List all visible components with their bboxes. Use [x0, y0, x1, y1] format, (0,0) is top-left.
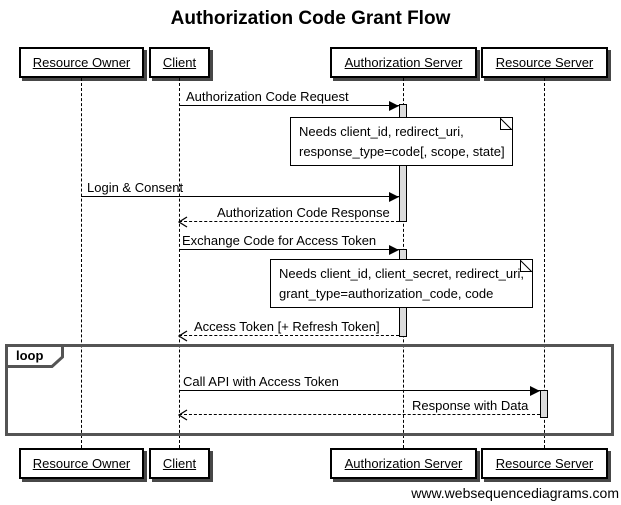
message-label-call-api: Call API with Access Token [183, 374, 339, 389]
actor-authorization-server-top: Authorization Server [330, 47, 477, 78]
arrow-call-api [179, 386, 540, 396]
note-fold-icon [520, 260, 532, 272]
note-line: response_type=code[, scope, state] [299, 144, 505, 159]
message-label-response-data: Response with Data [412, 398, 529, 413]
arrow-access-token [178, 330, 399, 342]
filled-arrowhead-icon [389, 245, 399, 255]
filled-arrowhead-icon [530, 386, 540, 396]
actor-resource-owner-top: Resource Owner [19, 47, 144, 78]
lifeline-resource-server [544, 78, 545, 448]
open-arrowhead-icon [178, 330, 188, 342]
actor-label: Authorization Server [344, 55, 463, 70]
filled-arrowhead-icon [389, 192, 399, 202]
note-token-request-params: Needs client_id, client_secret, redirect… [270, 259, 533, 308]
arrow-response-data [178, 409, 540, 421]
lifeline-client [179, 78, 180, 448]
message-label-access-token: Access Token [+ Refresh Token] [194, 319, 380, 334]
arrow-login-consent [81, 192, 399, 202]
filled-arrowhead-icon [389, 101, 399, 111]
actor-label: Authorization Server [344, 456, 463, 471]
message-label-exchange-code: Exchange Code for Access Token [182, 233, 377, 248]
note-fold-icon [500, 118, 512, 130]
lifeline-resource-owner [81, 78, 82, 448]
actor-resource-server-top: Resource Server [481, 47, 608, 78]
actor-resource-owner-bottom: Resource Owner [19, 448, 144, 479]
arrow-auth-code-request [179, 101, 399, 111]
actor-client-top: Client [149, 47, 210, 78]
loop-tab-shape [5, 344, 64, 368]
actor-label: Resource Server [495, 55, 594, 70]
note-line: Needs client_id, client_secret, redirect… [279, 266, 524, 281]
loop-operator-label: loop [16, 348, 44, 363]
actor-label: Client [162, 55, 197, 70]
message-label-auth-code-request: Authorization Code Request [186, 89, 349, 104]
note-line: Needs client_id, redirect_uri, [299, 124, 464, 139]
note-line: grant_type=authorization_code, code [279, 286, 494, 301]
message-label-login-consent: Login & Consent [87, 180, 184, 195]
actor-client-bottom: Client [149, 448, 210, 479]
loop-fragment-frame: loop [5, 344, 614, 436]
actor-label: Resource Server [495, 456, 594, 471]
open-arrowhead-icon [178, 216, 188, 228]
actor-label: Resource Owner [32, 456, 131, 471]
actor-resource-server-bottom: Resource Server [481, 448, 608, 479]
actor-authorization-server-bottom: Authorization Server [330, 448, 477, 479]
message-label-auth-code-response: Authorization Code Response [217, 205, 390, 220]
arrow-auth-code-response [178, 216, 399, 228]
diagram-title: Authorization Code Grant Flow [170, 8, 451, 29]
actor-label: Resource Owner [32, 55, 131, 70]
actor-label: Client [162, 456, 197, 471]
open-arrowhead-icon [178, 409, 188, 421]
activation-resource-server [540, 390, 548, 418]
watermark-websequencediagrams: www.websequencediagrams.com [411, 485, 619, 501]
arrow-exchange-code [179, 245, 399, 255]
note-auth-request-params: Needs client_id, redirect_uri, response_… [290, 117, 513, 166]
